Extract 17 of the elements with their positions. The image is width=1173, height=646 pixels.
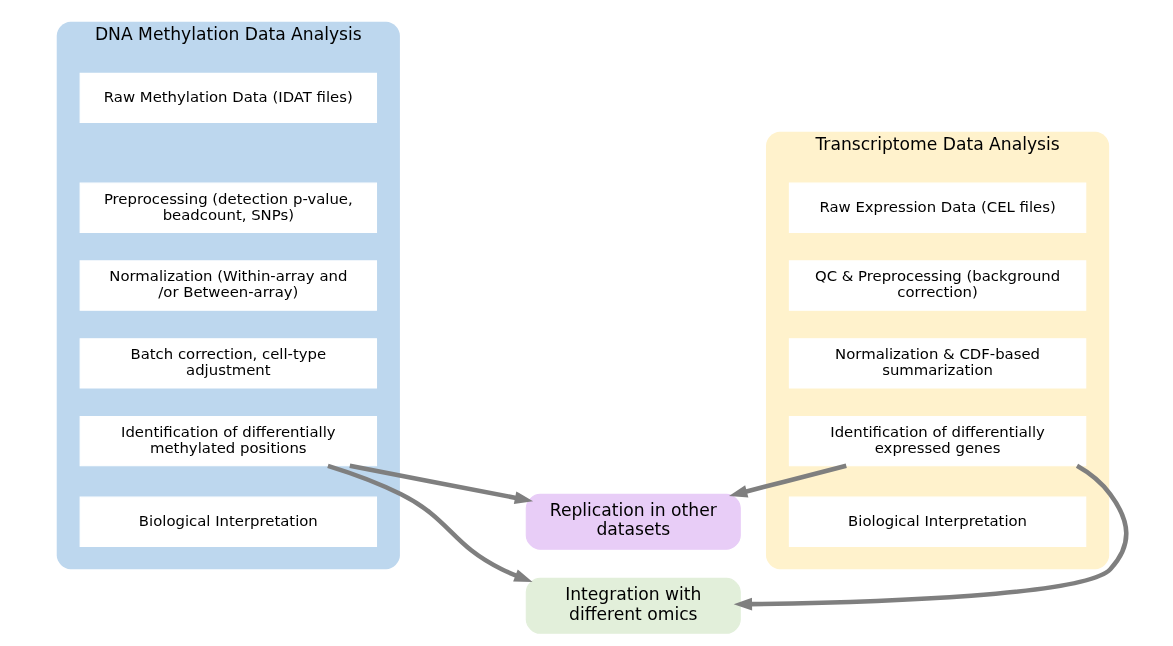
node-box: Identification of differentially methylated positions (79, 415, 377, 467)
arrow (326, 463, 533, 582)
arrow (348, 463, 533, 505)
node-box: Normalization & CDF-based summarization (788, 338, 1086, 389)
node-box: Integration with different omics (525, 577, 741, 634)
node-box: Identification of differentially expressed genes (788, 415, 1086, 467)
node-box: Normalization (Within-array and /or Between-array) (79, 260, 377, 311)
node-box: Raw Expression Data (CEL files) (788, 182, 1086, 233)
node-box: Preprocessing (detection p-value, beadcount, SNPs) (79, 182, 377, 233)
node-box: Batch correction, cell-type adjustment (79, 338, 377, 389)
node-box: Raw Methylation Data (IDAT files) (79, 72, 377, 124)
node-box: QC & Preprocessing (background correction) (788, 260, 1086, 311)
node-box: Replication in other datasets (525, 493, 741, 550)
arrow (728, 463, 847, 498)
node-box: Biological Interpretation (79, 496, 377, 547)
node-box: Biological Interpretation (788, 496, 1086, 547)
arrow (733, 463, 1128, 611)
